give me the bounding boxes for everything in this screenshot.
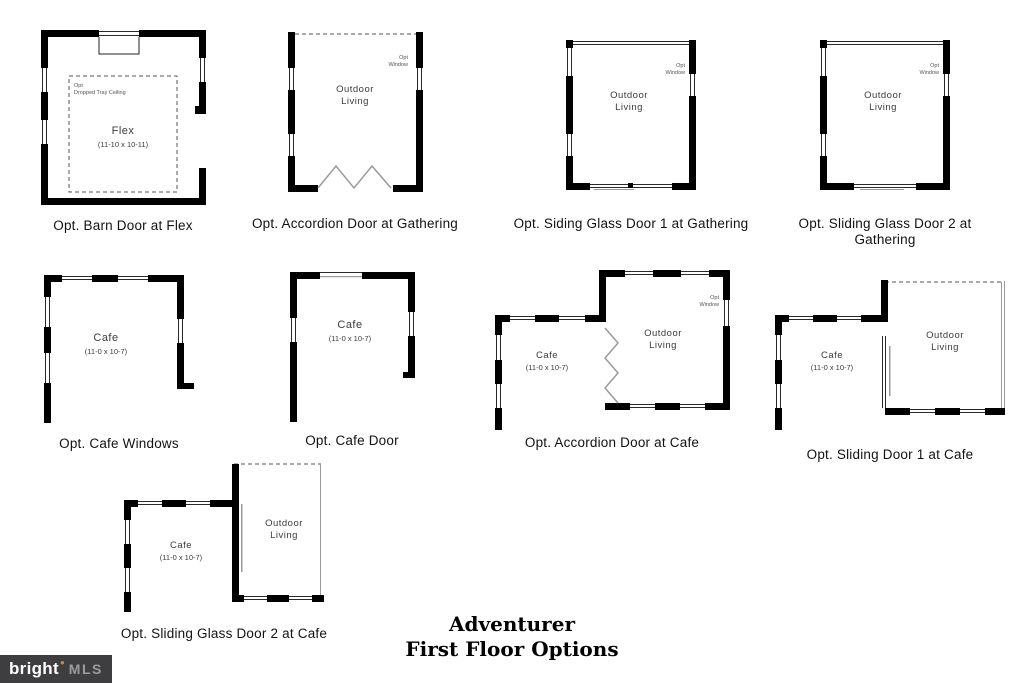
walls — [494, 270, 730, 430]
plan-caption: Opt. Barn Door at Flex — [53, 218, 193, 233]
floor-plan-drawing: Cafe (11-0 x 10-7) Outdoor Living — [775, 280, 1005, 430]
accordion-door — [316, 164, 392, 190]
sheet-title: Adventurer First Floor Options — [0, 612, 1024, 662]
sliding-door — [882, 336, 891, 408]
opt-window-note: Opt — [676, 63, 685, 69]
room-label-2: Living — [615, 102, 643, 113]
logo-brand-text: bright — [9, 659, 59, 678]
floor-plan-drawing: Cafe (11-0 x 10-7) — [289, 272, 415, 422]
floor-plan-drawing: Cafe (11-0 x 10-7) — [44, 275, 194, 423]
tray-note-2: Dropped Tray Ceiling — [74, 90, 126, 96]
cafe-label: Cafe — [170, 540, 192, 551]
room-label: Outdoor — [336, 84, 374, 95]
room-dims: (11-0 x 10-7) — [328, 334, 371, 343]
plan-caption: Opt. Sliding Door 1 at Cafe — [806, 447, 974, 462]
room-dims: (11-10 x 10-11) — [97, 140, 148, 149]
tray-note: Opt — [74, 83, 83, 89]
plan-name: Adventurer — [449, 612, 575, 636]
opt-window-note: Opt — [710, 295, 719, 301]
sliding-glass-door — [590, 183, 672, 190]
room-label: Flex — [111, 125, 134, 137]
walls — [775, 280, 1005, 430]
plan-sliding-glass-door-1-at-gathering: Outdoor Living Opt Window Opt. Siding Gl… — [500, 40, 762, 232]
plan-caption: Opt. Sliding Glass Door 2 at Cafe — [120, 626, 328, 641]
room-label: Cafe — [337, 319, 362, 331]
walls — [124, 463, 324, 612]
cafe-label: Cafe — [821, 350, 843, 361]
room-label-2: Living — [869, 102, 897, 113]
cafe-dims: (11-0 x 10-7) — [160, 553, 203, 562]
outdoor-label-2: Living — [270, 530, 298, 541]
walls — [40, 30, 206, 205]
opt-window-note: Opt — [399, 55, 408, 61]
outdoor-label-2: Living — [931, 342, 959, 353]
outdoor-label: Outdoor — [644, 328, 682, 339]
plan-caption: Opt. Sliding Glass Door 2 at Gathering — [798, 216, 972, 247]
outdoor-label-2: Living — [649, 340, 677, 351]
accordion-door — [603, 327, 619, 404]
plan-barn-door-at-flex: Opt Dropped Tray Ceiling Flex (11-10 x 1… — [18, 30, 228, 234]
plan-caption: Opt. Accordion Door at Gathering — [251, 216, 458, 231]
floor-plan-drawing: Outdoor Living Opt Window — [566, 40, 696, 190]
walls — [287, 32, 423, 192]
room-label-2: Living — [341, 96, 369, 107]
logo-dot-icon: ● — [59, 658, 65, 667]
plan-cafe-windows: Cafe (11-0 x 10-7) Opt. Cafe Windows — [28, 275, 210, 452]
outdoor-label: Outdoor — [265, 518, 303, 529]
room-dims: (11-0 x 10-7) — [85, 347, 128, 356]
floor-plan-drawing: Cafe (11-0 x 10-7) Outdoor Living Opt Wi… — [494, 270, 730, 430]
plan-caption: Opt. Siding Glass Door 1 at Gathering — [513, 216, 749, 231]
bright-mls-logo: bright ● MLS — [0, 655, 112, 683]
outdoor-label: Outdoor — [926, 330, 964, 341]
plan-caption: Opt. Cafe Door — [305, 433, 399, 448]
cafe-dims: (11-0 x 10-7) — [811, 363, 854, 372]
opt-window-note: Opt — [930, 63, 939, 69]
plan-sliding-door-1-at-cafe: Cafe (11-0 x 10-7) Outdoor Living Opt. S… — [768, 280, 1012, 463]
floor-plan-drawing: Outdoor Living Opt Window — [820, 40, 950, 190]
cafe-label: Cafe — [535, 350, 557, 361]
plan-accordion-door-at-gathering: Outdoor Living Opt Window Opt. Accordion… — [235, 32, 475, 232]
plan-sliding-glass-door-2-at-gathering: Outdoor Living Opt Window Opt. Sliding G… — [790, 40, 980, 248]
plan-sliding-glass-door-2-at-cafe: Cafe (11-0 x 10-7) Outdoor Living Opt. S… — [108, 462, 340, 642]
plan-caption: Opt. Cafe Windows — [59, 436, 179, 451]
plan-accordion-door-at-cafe: Cafe (11-0 x 10-7) Outdoor Living Opt Wi… — [494, 270, 730, 451]
plan-cafe-door: Cafe (11-0 x 10-7) Opt. Cafe Door — [258, 272, 446, 449]
floor-plan-drawing: Cafe (11-0 x 10-7) Outdoor Living — [124, 463, 324, 612]
room-label: Outdoor — [864, 90, 902, 101]
opt-window-note-2: Window — [699, 302, 719, 308]
room-label: Cafe — [93, 332, 118, 344]
cafe-dims: (11-0 x 10-7) — [525, 363, 568, 372]
sliding-glass-door — [241, 504, 243, 572]
walls — [566, 40, 696, 190]
opt-window-note-2: Window — [919, 70, 939, 76]
opt-window-note-2: Window — [665, 70, 685, 76]
sliding-glass-door — [854, 184, 916, 190]
logo-suffix-text: MLS — [68, 661, 103, 677]
sheet-subtitle: First Floor Options — [405, 637, 619, 661]
plan-caption: Opt. Accordion Door at Cafe — [524, 435, 700, 450]
walls — [44, 275, 194, 423]
room-label: Outdoor — [610, 90, 648, 101]
opt-window-note-2: Window — [388, 62, 408, 68]
walls — [289, 272, 415, 422]
floor-plan-drawing: Opt Dropped Tray Ceiling Flex (11-10 x 1… — [40, 30, 206, 205]
walls — [820, 40, 950, 190]
floor-plan-drawing: Outdoor Living Opt Window — [287, 32, 423, 192]
